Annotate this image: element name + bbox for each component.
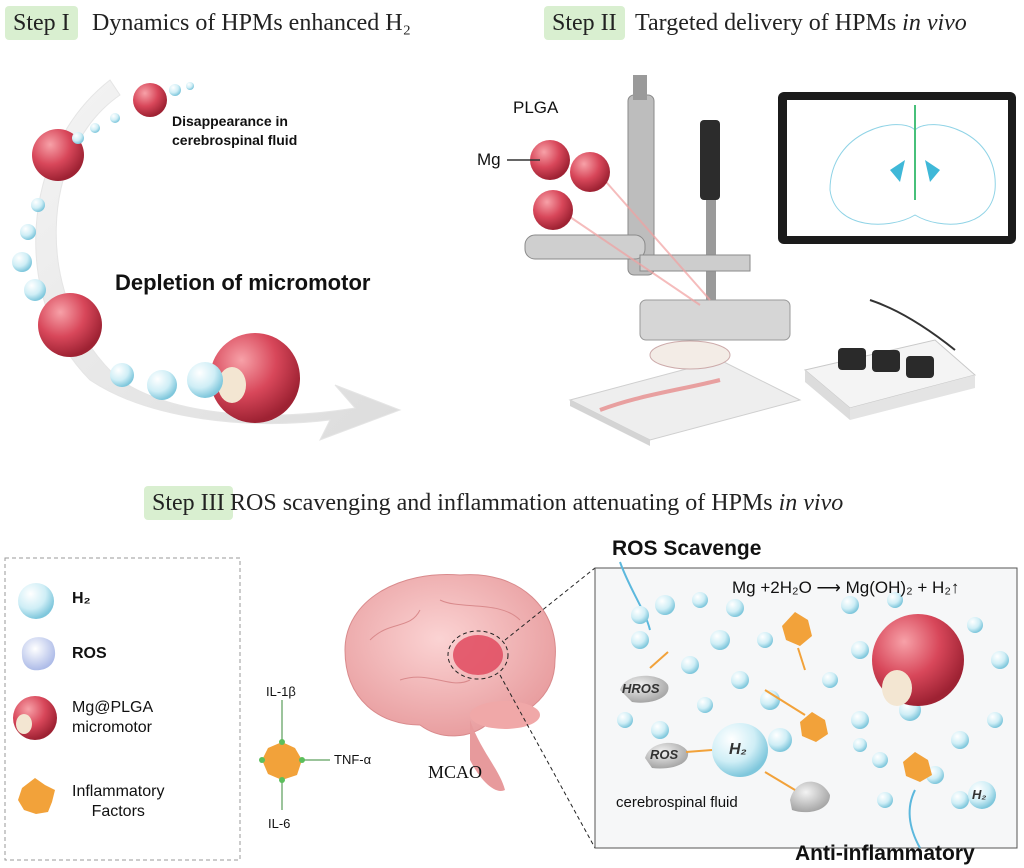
- ros-particle-2: [645, 742, 689, 769]
- mg-plga-sphere-3: [533, 190, 573, 230]
- curved-arrow: [35, 79, 402, 441]
- ros-particle-3: [790, 781, 830, 813]
- h2-legend-icon: [18, 583, 54, 619]
- ros-legend-icon: [21, 637, 56, 671]
- mg-plga-sphere-2: [570, 152, 610, 192]
- ros-scavenge-arrow: [619, 561, 651, 631]
- legend-inflammatory-line1: Inflammatory: [72, 783, 165, 800]
- cytokine-diagram: [259, 700, 330, 810]
- inflammatory-factors-panel3: [649, 612, 932, 791]
- step3-tag: Step III: [144, 486, 233, 520]
- step2-title: Targeted delivery of HPMs in vivo: [635, 8, 967, 38]
- stereotaxic-apparatus: [524, 75, 802, 446]
- brain-illustration: [344, 573, 556, 791]
- h-ros-label: HROS: [622, 681, 660, 696]
- legend-micromotor-label: Mg@PLGA micromotor: [72, 698, 153, 738]
- mcao-label: MCAO: [428, 762, 483, 782]
- step2-title-text: Targeted delivery of HPMs: [635, 10, 897, 36]
- h2-big-label: H₂: [729, 741, 747, 758]
- ros-scavenge-label: ROS Scavenge: [612, 537, 762, 560]
- depletion-label: Depletion of micromotor: [115, 270, 371, 295]
- zoom-line-bottom: [499, 674, 596, 849]
- anti-inflammatory-arrow: [908, 789, 921, 849]
- legend-box: [4, 557, 241, 861]
- plga-label: PLGA: [513, 98, 559, 117]
- tnfa-label: TNF-α: [334, 752, 372, 767]
- micromotor-sphere-mid: [38, 293, 102, 357]
- h2-small-bubble: [968, 781, 996, 809]
- disappearance-line2: cerebrospinal fluid: [172, 132, 298, 148]
- lesion-region: [453, 635, 503, 675]
- inflammatory-factor-legend-icon: [18, 778, 55, 814]
- step3-title: ROS scavenging and inflammation attenuat…: [230, 488, 843, 518]
- step1-title: Dynamics of HPMs enhanced H₂: [92, 10, 411, 36]
- il6-label: IL-6: [268, 816, 291, 831]
- step1-tag: Step I: [5, 6, 78, 40]
- csf-label: cerebrospinal fluid: [616, 794, 738, 811]
- micromotor-legend-core: [16, 714, 32, 734]
- injection-pump: [803, 299, 977, 420]
- ros-particle-1: [620, 675, 669, 703]
- step2-tag: Step II: [544, 6, 625, 40]
- mg-plga-sphere-1: [530, 140, 570, 180]
- mg-label: Mg: [477, 150, 501, 169]
- il1b-label: IL-1β: [266, 684, 296, 699]
- mg-core: [218, 367, 246, 403]
- legend-inflammatory-label: Inflammatory Factors: [72, 782, 164, 822]
- zoom-line-top: [504, 567, 596, 641]
- reaction-equation: Mg +2H₂O ⟶ Mg(OH)₂ + H₂↑: [732, 578, 960, 597]
- disappearance-label: Disappearance in cerebrospinal fluid: [172, 112, 297, 150]
- anti-inflammatory-label: Anti-inflammatory: [795, 842, 975, 865]
- h2-bubbles-panel3: [617, 592, 1009, 809]
- monitor: [778, 92, 1016, 244]
- legend-h2-label: H₂: [72, 590, 91, 607]
- step2-title-italic: in vivo: [902, 10, 967, 36]
- disappearance-line1: Disappearance in: [172, 113, 288, 129]
- mg-core-panel3: [882, 670, 912, 706]
- step3-title-italic: in vivo: [778, 490, 844, 516]
- ros-label-panel3: ROS: [650, 747, 679, 762]
- micromotor-sphere-medium: [32, 129, 84, 181]
- legend-ros-label: ROS: [72, 645, 107, 662]
- zoom-circle: [447, 630, 509, 680]
- legend-micromotor-line2: micromotor: [72, 719, 153, 736]
- h2-bubbles-panel1: [12, 82, 223, 400]
- h2-small-label: H₂: [972, 787, 987, 802]
- step3-title-text: ROS scavenging and inflammation attenuat…: [230, 490, 773, 516]
- h2-big-bubble: [712, 723, 768, 777]
- legend-inflammatory-line2: Factors: [91, 803, 145, 820]
- micromotor-sphere-small: [133, 83, 167, 117]
- legend-micromotor-line1: Mg@PLGA: [72, 699, 154, 716]
